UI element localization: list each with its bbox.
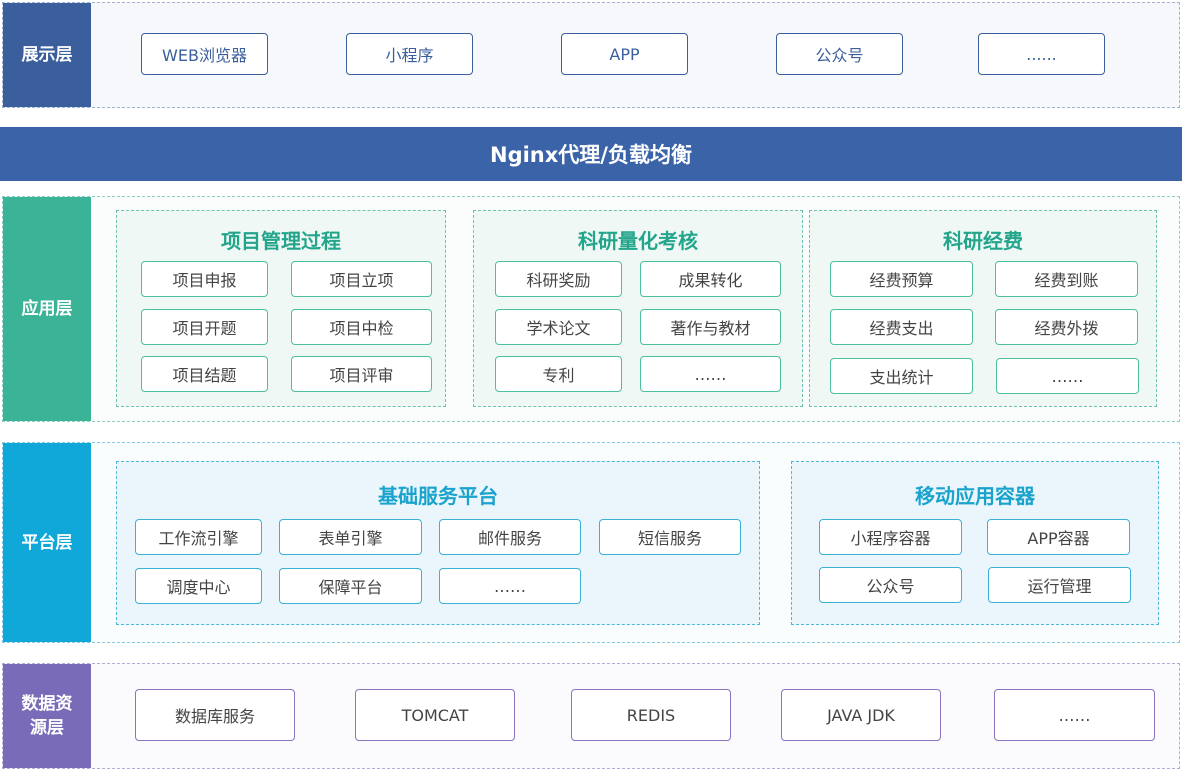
data-layer-label: 数据资 源层 — [3, 664, 91, 768]
app-item: 项目评审 — [291, 356, 432, 392]
platform-layer-label: 平台层 — [3, 443, 91, 642]
platform-item: 短信服务 — [599, 519, 741, 555]
presentation-item-more: ...... — [978, 33, 1105, 75]
data-layer-label-line1: 数据资 — [21, 694, 73, 714]
application-layer-label: 应用层 — [3, 197, 91, 421]
platform-item: 工作流引擎 — [135, 519, 262, 555]
presentation-item-mini-program: 小程序 — [346, 33, 473, 75]
app-group-title: 科研经费 — [943, 229, 1023, 253]
app-item: 著作与教材 — [640, 309, 781, 345]
app-item: 经费外拨 — [995, 309, 1138, 345]
platform-item: 邮件服务 — [439, 519, 581, 555]
data-item-tomcat: TOMCAT — [355, 689, 515, 741]
nginx-label: Nginx代理/负载均衡 — [490, 143, 692, 167]
app-item: 支出统计 — [830, 358, 973, 394]
app-item: 项目中检 — [291, 309, 432, 345]
platform-item: 小程序容器 — [819, 519, 962, 555]
platform-item: 公众号 — [819, 567, 962, 603]
app-item: 经费支出 — [830, 309, 973, 345]
data-layer-label-line2: 源层 — [30, 718, 64, 738]
app-group-title: 项目管理过程 — [221, 229, 341, 253]
app-item: …… — [640, 356, 781, 392]
platform-item: 表单引擎 — [279, 519, 422, 555]
presentation-item-official-account: 公众号 — [776, 33, 903, 75]
app-item: 项目申报 — [141, 261, 268, 297]
platform-group-title: 移动应用容器 — [915, 484, 1035, 508]
data-item-java-jdk: JAVA JDK — [781, 689, 941, 741]
app-item: 专利 — [495, 356, 622, 392]
app-group-title: 科研量化考核 — [578, 229, 698, 253]
app-item: 成果转化 — [640, 261, 781, 297]
presentation-layer-label: 展示层 — [3, 3, 91, 107]
presentation-item-web-browser: WEB浏览器 — [141, 33, 268, 75]
platform-item: 调度中心 — [135, 568, 262, 604]
presentation-item-app: APP — [561, 33, 688, 75]
data-item-database-service: 数据库服务 — [135, 689, 295, 741]
app-item: 经费预算 — [830, 261, 973, 297]
nginx-bar: Nginx代理/负载均衡 — [0, 127, 1182, 181]
platform-item: 运行管理 — [988, 567, 1131, 603]
app-item: 项目立项 — [291, 261, 432, 297]
app-item: 项目结题 — [141, 356, 268, 392]
platform-item: 保障平台 — [279, 568, 422, 604]
app-item: 学术论文 — [495, 309, 622, 345]
data-item-redis: REDIS — [571, 689, 731, 741]
app-item: 经费到账 — [995, 261, 1138, 297]
data-item-more: …… — [994, 689, 1155, 741]
app-item: 项目开题 — [141, 309, 268, 345]
app-item: 科研奖励 — [495, 261, 622, 297]
platform-item: …… — [439, 568, 581, 604]
platform-group-title: 基础服务平台 — [378, 484, 498, 508]
app-item: …… — [996, 358, 1139, 394]
platform-item: APP容器 — [987, 519, 1130, 555]
